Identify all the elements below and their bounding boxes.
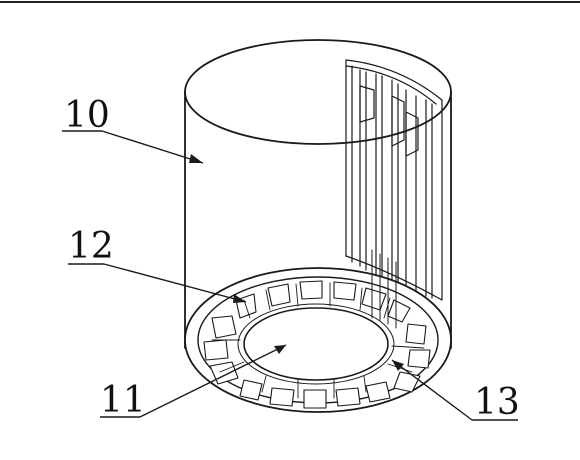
ring-spoke — [243, 299, 251, 319]
window-fin — [391, 95, 405, 147]
ring-tooth — [303, 389, 327, 409]
ring-spoke — [363, 375, 367, 393]
ring-tooth — [269, 387, 295, 407]
ring-spoke — [265, 289, 271, 311]
ring-tooth — [387, 299, 411, 323]
ref-label-10: 10 — [64, 95, 110, 136]
bottom-ring — [184, 249, 452, 413]
ring-tooth — [405, 323, 427, 345]
ref-label-13: 13 — [474, 382, 520, 423]
window-fin — [405, 111, 419, 157]
ref-label-12: 12 — [68, 226, 114, 267]
ring-tooth — [299, 280, 323, 300]
ring-tooth — [211, 315, 237, 339]
window-top-arc-inner — [345, 65, 437, 105]
arrowhead-11 — [274, 345, 286, 354]
arrowhead-13 — [392, 360, 404, 371]
leader-11 — [139, 344, 287, 418]
outer-cylinder — [184, 39, 452, 349]
ring-spoke — [219, 361, 245, 373]
ring-tooth — [365, 381, 391, 403]
ring-spoke — [359, 287, 363, 311]
window-fin — [359, 85, 375, 123]
ring-tooth — [267, 283, 291, 307]
side-window — [345, 59, 443, 301]
inner-bore-lip — [237, 303, 395, 385]
ring-spoke — [383, 297, 391, 319]
leader-13 — [391, 359, 473, 421]
ring-tooth — [203, 339, 229, 361]
inner-slats — [371, 249, 397, 329]
leader-12 — [103, 263, 247, 303]
ref-label-11: 11 — [100, 380, 146, 421]
inner-bore — [243, 307, 389, 381]
window-bottom-arc — [345, 255, 443, 301]
arrowhead-10 — [189, 154, 203, 163]
ring-spoke — [391, 345, 425, 349]
leader-10 — [101, 130, 204, 164]
ring-spoke — [261, 375, 267, 393]
ring-spoke — [295, 283, 299, 307]
arrowheads — [189, 154, 404, 371]
cylinder-top-rim — [184, 39, 452, 145]
leader-lines — [62, 130, 518, 421]
ring-tooth — [407, 349, 431, 369]
ring-tooth — [239, 379, 263, 401]
ring-tooth — [335, 387, 361, 407]
arrowhead-12 — [233, 294, 246, 303]
window-top-arc — [345, 59, 443, 101]
ring-tooth — [333, 281, 357, 301]
